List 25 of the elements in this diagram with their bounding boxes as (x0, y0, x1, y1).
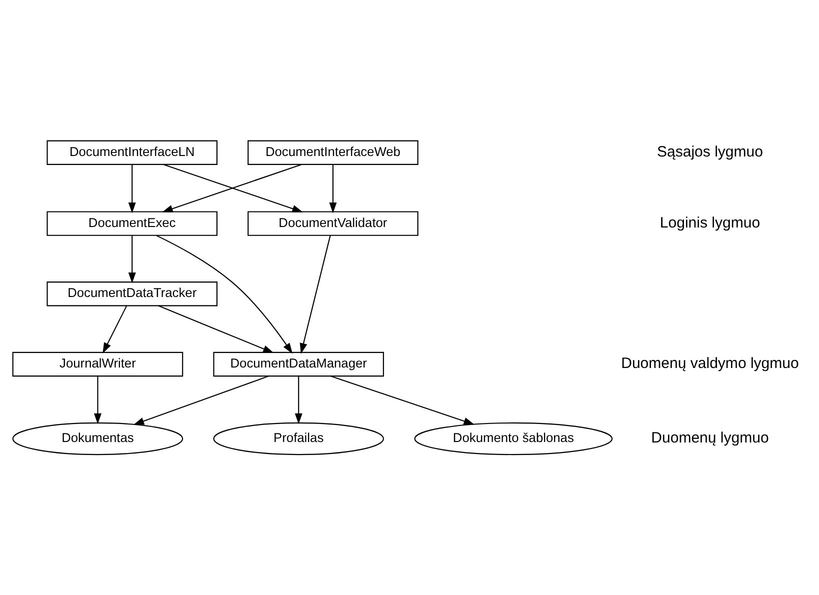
node-box: DocumentExec (46, 211, 218, 236)
node-ellipse: Profailas (213, 422, 384, 456)
arrow (158, 305, 274, 354)
arrow (102, 306, 128, 354)
label: Duomenų valdymo lygmuo (621, 355, 799, 372)
arrow (330, 376, 474, 425)
arrow (329, 164, 337, 214)
arrow (128, 164, 136, 214)
label: Duomenų lygmuo (651, 430, 769, 447)
node-box: DocumentDataTracker (46, 282, 218, 306)
arrow (94, 376, 102, 424)
arrow (294, 376, 302, 424)
arrow (156, 234, 293, 354)
node-ellipse: Dokumentas (12, 422, 184, 456)
node-box: DocumentInterfaceWeb (248, 140, 418, 165)
label: Loginis lygmuo (660, 214, 760, 232)
node-box: DocumentInterfaceLN (46, 140, 218, 165)
node-ellipse: Dokumento šablonas (414, 422, 613, 456)
node-box: DocumentValidator (248, 211, 418, 236)
arrow (300, 235, 331, 354)
node-box: DocumentDataManager (213, 352, 384, 377)
label: Sąsajos lygmuo (656, 144, 763, 161)
arrow (133, 376, 269, 425)
arrow (128, 236, 136, 284)
node-box: JournalWriter (12, 352, 184, 377)
